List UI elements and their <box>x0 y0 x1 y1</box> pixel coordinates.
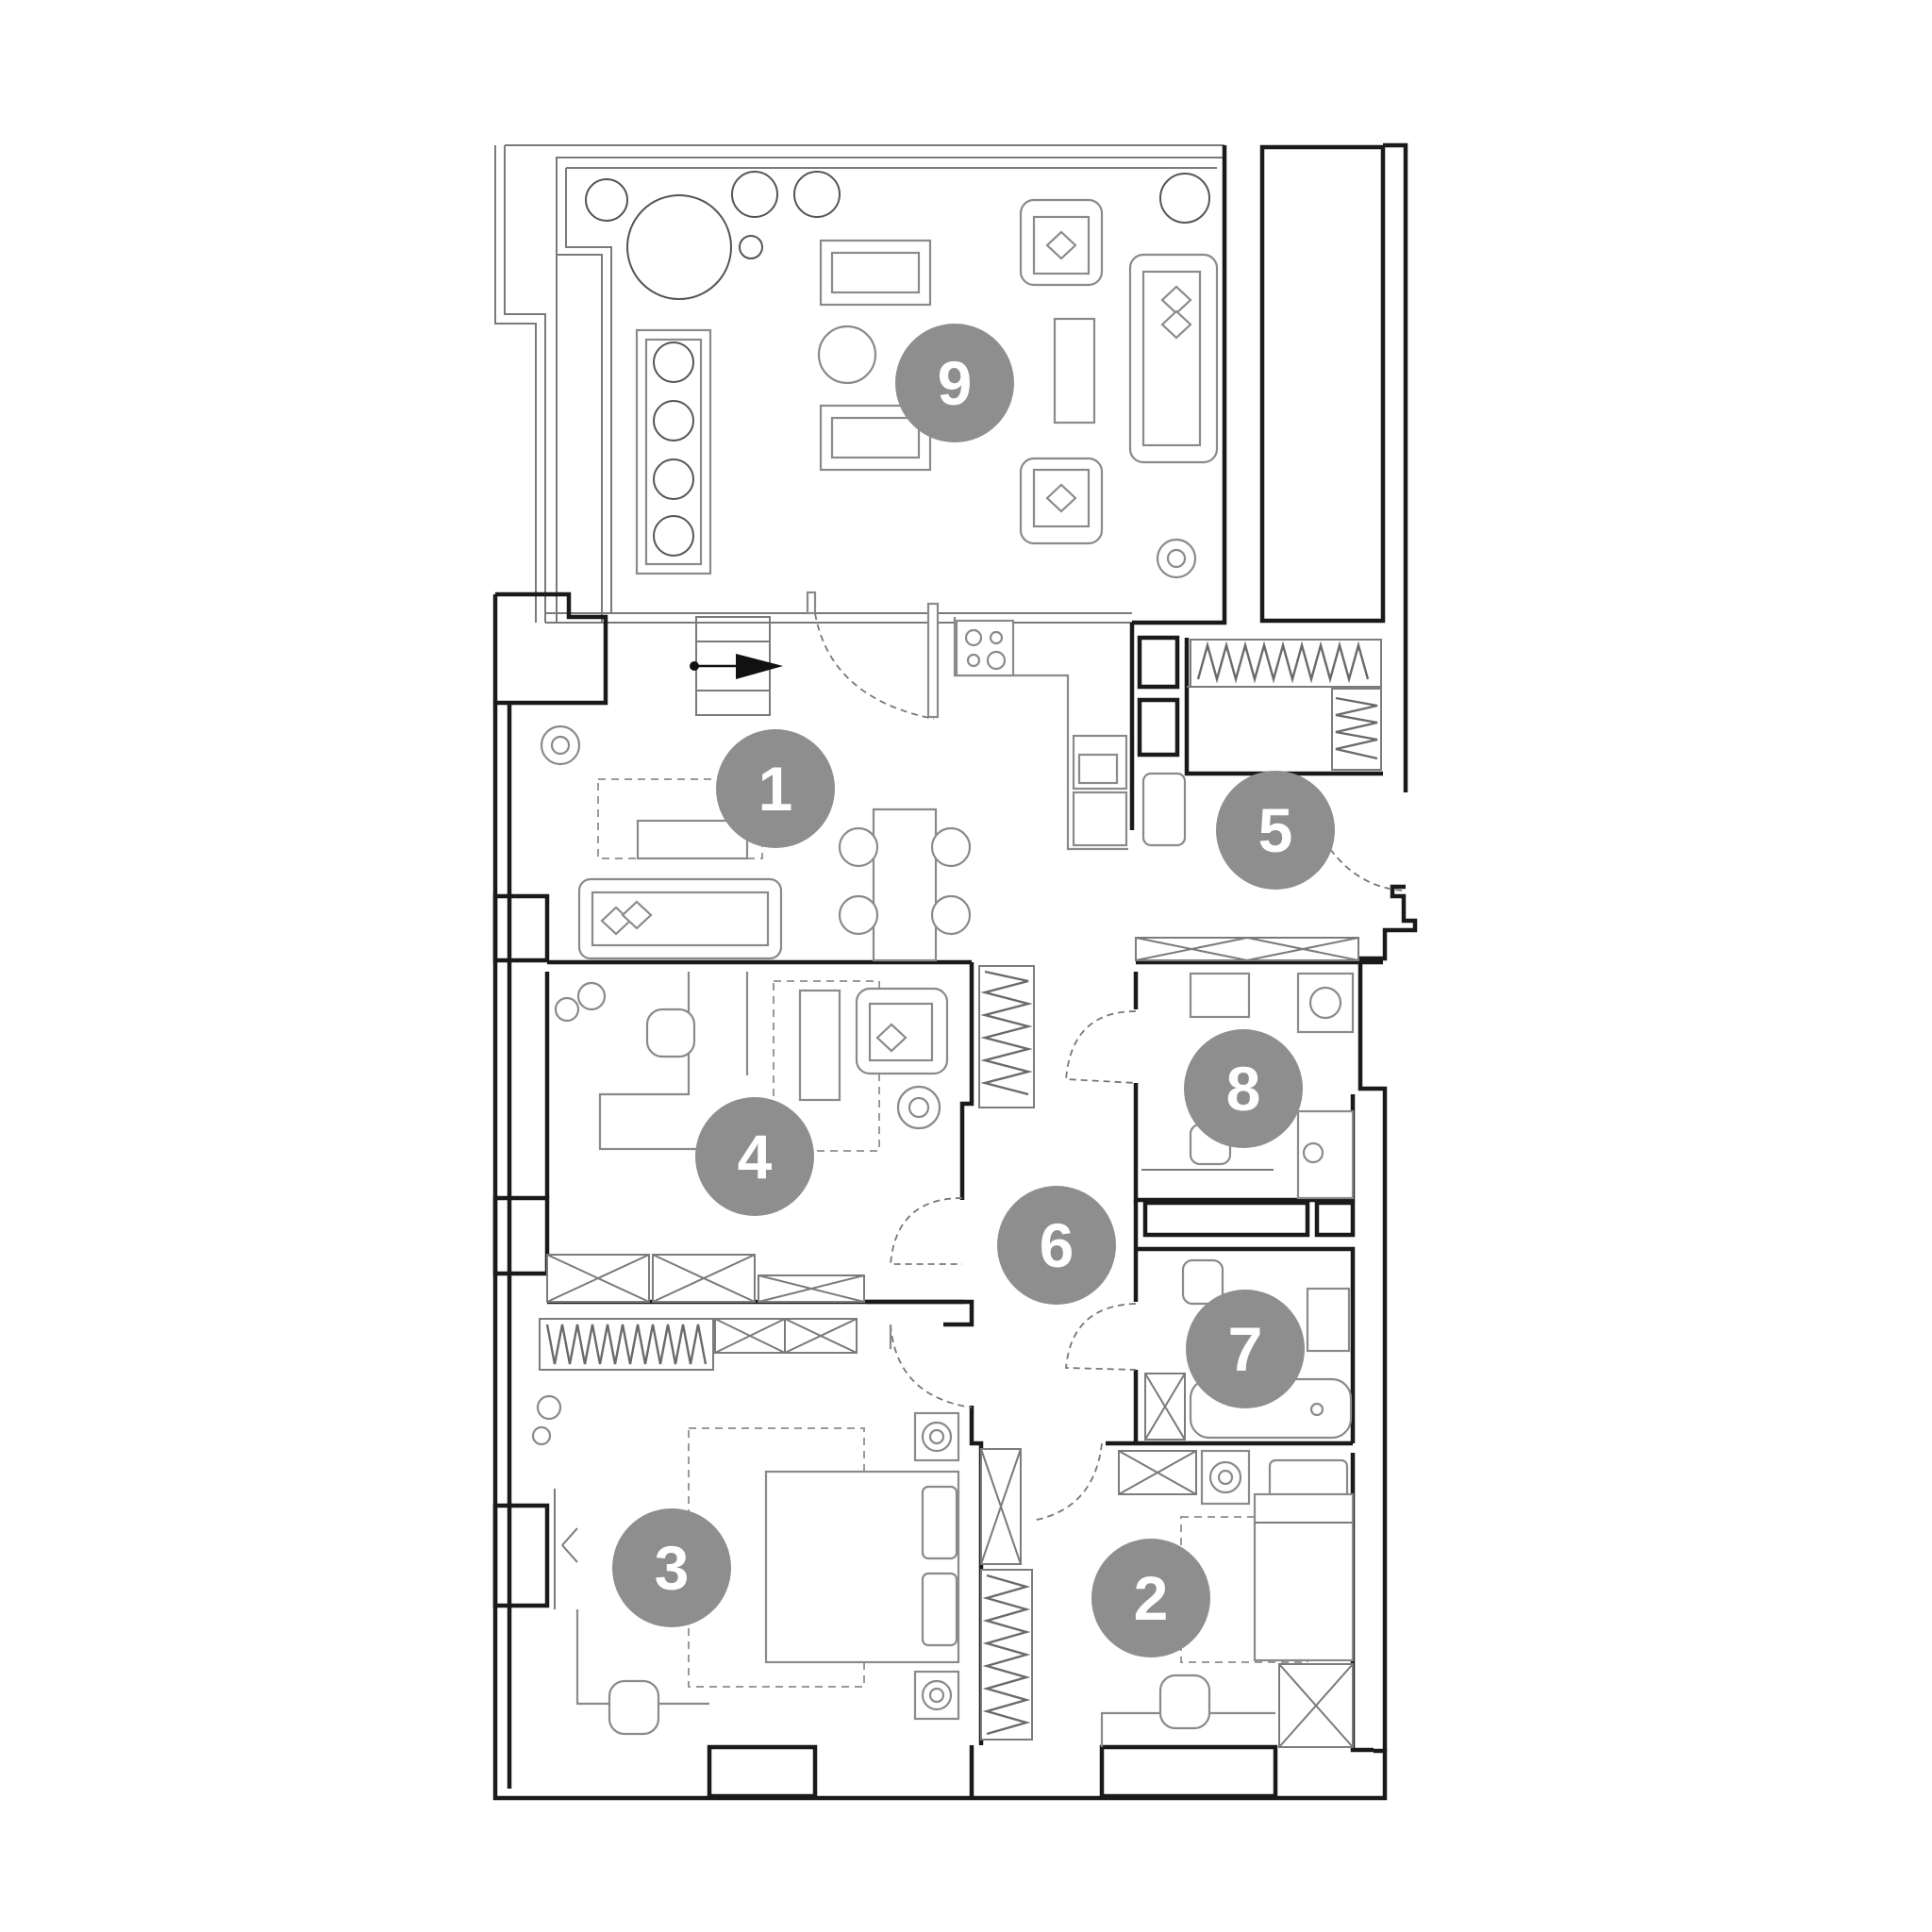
room-label-5: 5 <box>1216 771 1335 890</box>
chair <box>838 894 879 936</box>
room-8-furniture <box>1065 937 1359 1200</box>
room-2-door <box>1031 1442 1103 1522</box>
interior-walls <box>544 623 1383 1796</box>
stove <box>955 619 1015 677</box>
plant-icon <box>653 515 694 557</box>
room-label-6: 6 <box>997 1186 1116 1305</box>
washing-machine <box>1296 972 1355 1034</box>
sink <box>1306 1287 1351 1353</box>
room-number: 3 <box>655 1533 690 1603</box>
plant-icon <box>653 458 694 500</box>
room-label-7: 7 <box>1186 1290 1305 1408</box>
sink <box>1189 972 1251 1019</box>
room-5-furniture <box>1187 639 1403 891</box>
plant-icon <box>739 235 763 259</box>
room-number: 8 <box>1226 1054 1261 1124</box>
shower <box>1296 1109 1355 1200</box>
plant-icon <box>554 996 580 1023</box>
chair <box>930 894 972 936</box>
stair-arrow-icon <box>736 654 783 679</box>
plant-icon <box>576 981 607 1011</box>
coffee-table <box>798 989 841 1102</box>
room-3-furniture <box>531 1324 1033 1740</box>
lamp-icon <box>540 724 581 766</box>
room-5-door <box>1329 848 1403 891</box>
terrace-plants <box>585 171 1210 557</box>
fridge <box>1141 772 1187 847</box>
plant-icon <box>793 171 841 218</box>
room-number: 5 <box>1258 795 1293 865</box>
dining-table <box>872 808 938 962</box>
dishwasher <box>1072 791 1128 847</box>
room-number: 6 <box>1040 1210 1074 1280</box>
room-3-door <box>890 1324 973 1408</box>
room-number: 9 <box>938 348 973 418</box>
room-4-door <box>890 1197 963 1265</box>
plant-icon <box>531 1425 552 1446</box>
outer-walls <box>492 591 1418 1801</box>
plant-icon <box>536 1394 562 1421</box>
room-number: 1 <box>758 754 793 824</box>
room-label-3: 3 <box>612 1508 731 1627</box>
tree-icon <box>626 194 732 300</box>
room-4-furniture <box>554 965 1035 1265</box>
closets-between-4-3 <box>539 1254 865 1371</box>
chair <box>838 826 879 868</box>
room-labels: 1 2 3 4 5 6 7 8 <box>612 324 1335 1657</box>
plant-icon <box>1159 173 1210 224</box>
chair <box>930 826 972 868</box>
terrace-door <box>814 612 935 720</box>
plant-icon <box>653 400 694 441</box>
terrace-furniture <box>817 198 1219 579</box>
nightstand <box>1200 1449 1251 1506</box>
room-7-door <box>1065 1303 1137 1371</box>
coffee-table <box>1053 317 1096 425</box>
toilet <box>1181 1258 1224 1306</box>
office-chair <box>608 1679 660 1736</box>
office-chair <box>1158 1674 1211 1730</box>
plant-icon <box>585 178 628 222</box>
room-label-2: 2 <box>1091 1539 1210 1657</box>
sink <box>1072 734 1128 791</box>
plant-icon <box>731 171 778 218</box>
room-number: 7 <box>1228 1314 1263 1384</box>
room-2-furniture <box>1031 1442 1355 1748</box>
room-number: 2 <box>1134 1563 1169 1633</box>
room-number: 4 <box>738 1122 773 1191</box>
side-table <box>817 325 877 385</box>
lamp-icon <box>896 1085 941 1130</box>
office-chair <box>645 1008 696 1058</box>
room-1-furniture <box>540 591 1187 962</box>
lamp-icon <box>1156 538 1197 579</box>
room-label-9: 9 <box>895 324 1014 442</box>
bed <box>1253 1492 1355 1662</box>
room-label-1: 1 <box>716 729 835 848</box>
room-label-8: 8 <box>1184 1029 1303 1148</box>
plant-icon <box>653 341 694 383</box>
room-label-4: 4 <box>695 1097 814 1216</box>
room-8-door <box>1065 1010 1137 1084</box>
